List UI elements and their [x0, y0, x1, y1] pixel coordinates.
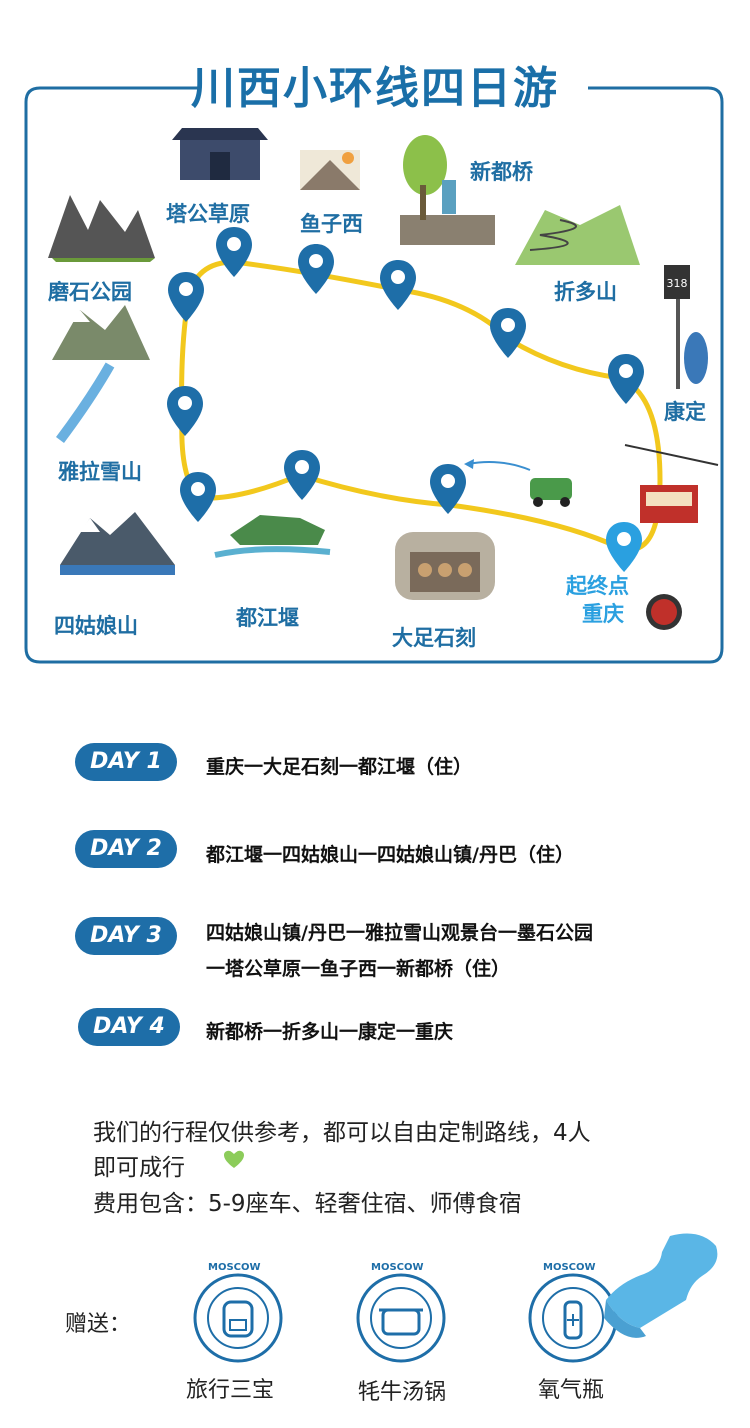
note-line-1: 我们的行程仅供参考，都可以自由定制路线，4人 — [93, 1120, 591, 1146]
pin-mosi-icon[interactable] — [166, 270, 206, 324]
day-4-itinerary: 新都桥一折多山一康定一重庆 — [206, 1021, 454, 1043]
pot-icon — [356, 1273, 446, 1363]
place-label-xinduqiao: 新都桥 — [470, 160, 533, 184]
page-title: 川西小环线四日游 — [191, 63, 559, 114]
yuzixi-illustration — [300, 150, 360, 190]
place-label-start: 起终点 — [566, 574, 629, 598]
map-frame — [24, 86, 724, 664]
gift-name-1: 旅行三宝 — [185, 1378, 274, 1403]
cable-car-illustration — [624, 444, 719, 523]
pin-xinduqiao-icon[interactable] — [378, 258, 418, 312]
place-label-siguniang: 四姑娘山 — [54, 614, 138, 638]
day-1-badge: DAY 1 — [75, 743, 177, 781]
pin-zheduo-icon[interactable] — [488, 306, 528, 360]
siguniang-illustration — [60, 512, 175, 575]
pin-yala-icon[interactable] — [165, 384, 205, 438]
day-4-badge: DAY 4 — [78, 1008, 180, 1046]
tagong-gate-illustration — [172, 128, 268, 180]
stamp-text-2: MOSCOW — [371, 1262, 424, 1273]
day-2-badge: DAY 2 — [75, 830, 177, 868]
pin-dujiangyan-icon[interactable] — [282, 448, 322, 502]
heart-icon — [224, 1150, 244, 1168]
hotpot-illustration — [646, 594, 682, 630]
pin-chongqing-start-icon[interactable] — [604, 520, 644, 574]
mosi-mountain-illustration — [48, 195, 155, 262]
day-3-itinerary-line1: 四姑娘山镇/丹巴一雅拉雪山观景台一墨石公园 — [206, 922, 593, 944]
sign-number: 318 — [667, 277, 688, 290]
route-map: 318 — [24, 86, 724, 664]
day-3-badge: DAY 3 — [75, 917, 177, 955]
day-1-itinerary: 重庆一大足石刻一都江堰（住） — [206, 756, 473, 778]
note-line-3: 费用包含：5-9座车、轻奢住宿、师傅食宿 — [93, 1191, 522, 1217]
pin-kangding-icon[interactable] — [606, 352, 646, 406]
place-label-kangding: 康定 — [664, 400, 706, 424]
stamp-text-1: MOSCOW — [208, 1262, 261, 1273]
place-label-dujiangyan: 都江堰 — [236, 606, 299, 630]
note-line-2: 即可成行 — [93, 1155, 185, 1181]
318-sign-illustration: 318 — [664, 265, 708, 389]
place-label-mosi: 磨石公园 — [48, 280, 132, 304]
pin-siguniang-icon[interactable] — [178, 470, 218, 524]
dazu-illustration — [395, 532, 495, 600]
day-2-itinerary: 都江堰一四姑娘山一四姑娘山镇/丹巴（住） — [206, 844, 574, 866]
gift-name-2: 牦牛汤锅 — [357, 1380, 446, 1405]
pin-tagong-icon[interactable] — [214, 225, 254, 279]
route-arrow — [467, 461, 531, 471]
pin-yuzixi-icon[interactable] — [296, 242, 336, 296]
rubber-stamp-icon — [604, 1233, 718, 1338]
dujiangyan-illustration — [214, 515, 331, 558]
day-3-itinerary-line2: 一塔公草原一鱼子西一新都桥（住） — [206, 958, 511, 980]
place-label-yala: 雅拉雪山 — [58, 460, 142, 484]
place-label-zheduo: 折多山 — [554, 280, 617, 304]
gifts-label: 赠送： — [65, 1312, 132, 1337]
zheduo-illustration — [515, 205, 640, 265]
stamp-text-3: MOSCOW — [543, 1262, 596, 1273]
car-illustration — [530, 478, 572, 507]
gift-name-3: 氧气瓶 — [537, 1378, 604, 1403]
place-label-dazu: 大足石刻 — [392, 626, 476, 650]
backpack-icon — [193, 1273, 283, 1363]
place-label-chongqing: 重庆 — [582, 602, 624, 626]
xinduqiao-illustration — [400, 135, 495, 245]
pin-dazu-icon[interactable] — [428, 462, 468, 516]
place-label-yuzixi: 鱼子西 — [300, 212, 363, 236]
place-label-tagong: 塔公草原 — [166, 202, 250, 226]
yala-illustration — [52, 305, 150, 443]
